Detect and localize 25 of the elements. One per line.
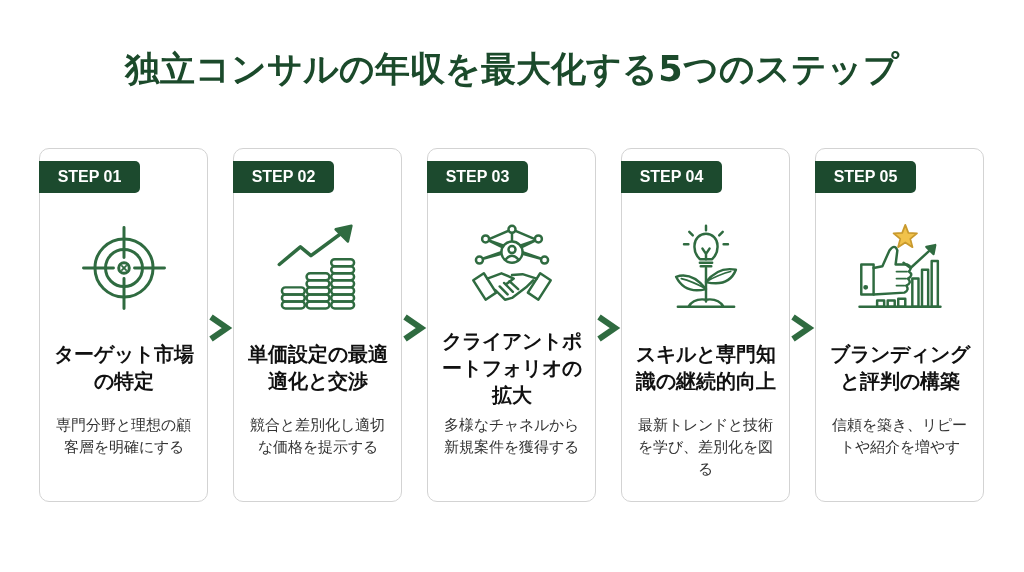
step-card (233, 148, 402, 502)
chevron-arrow (791, 314, 815, 342)
step-tag: STEP 05 (815, 161, 916, 193)
step-description: 専門分野と理想の顧客層を明確にする (55, 415, 192, 458)
step-description: 競合と差別化し適切な価格を提示する (249, 415, 386, 458)
step-heading: クライアントポートフォリオの拡大 (440, 327, 583, 409)
step-card (621, 148, 790, 502)
step-tag: STEP 03 (427, 161, 528, 193)
step-tag: STEP 01 (39, 161, 140, 193)
step-card (39, 148, 208, 502)
chevron-arrow (209, 314, 233, 342)
step-heading: スキルと専門知識の継続的向上 (634, 341, 777, 395)
step-description: 多様なチャネルから新規案件を獲得する (443, 415, 580, 458)
step-description: 最新トレンドと技術を学び、差別化を図る (637, 415, 774, 480)
step-tag: STEP 02 (233, 161, 334, 193)
chevron-arrow (403, 314, 427, 342)
chevron-arrow (597, 314, 621, 342)
step-tag: STEP 04 (621, 161, 722, 193)
step-card (815, 148, 984, 502)
step-heading: ブランディングと評判の構築 (828, 341, 972, 395)
step-card (427, 148, 596, 502)
step-heading: ターゲット市場の特定 (52, 341, 195, 395)
step-description: 信頼を築き、リピートや紹介を増やす (831, 415, 968, 458)
step-heading: 単価設定の最適適化と交渉 (246, 341, 389, 395)
page-title: 独立コンサルの年収を最大化する5つのステップ (125, 48, 899, 91)
